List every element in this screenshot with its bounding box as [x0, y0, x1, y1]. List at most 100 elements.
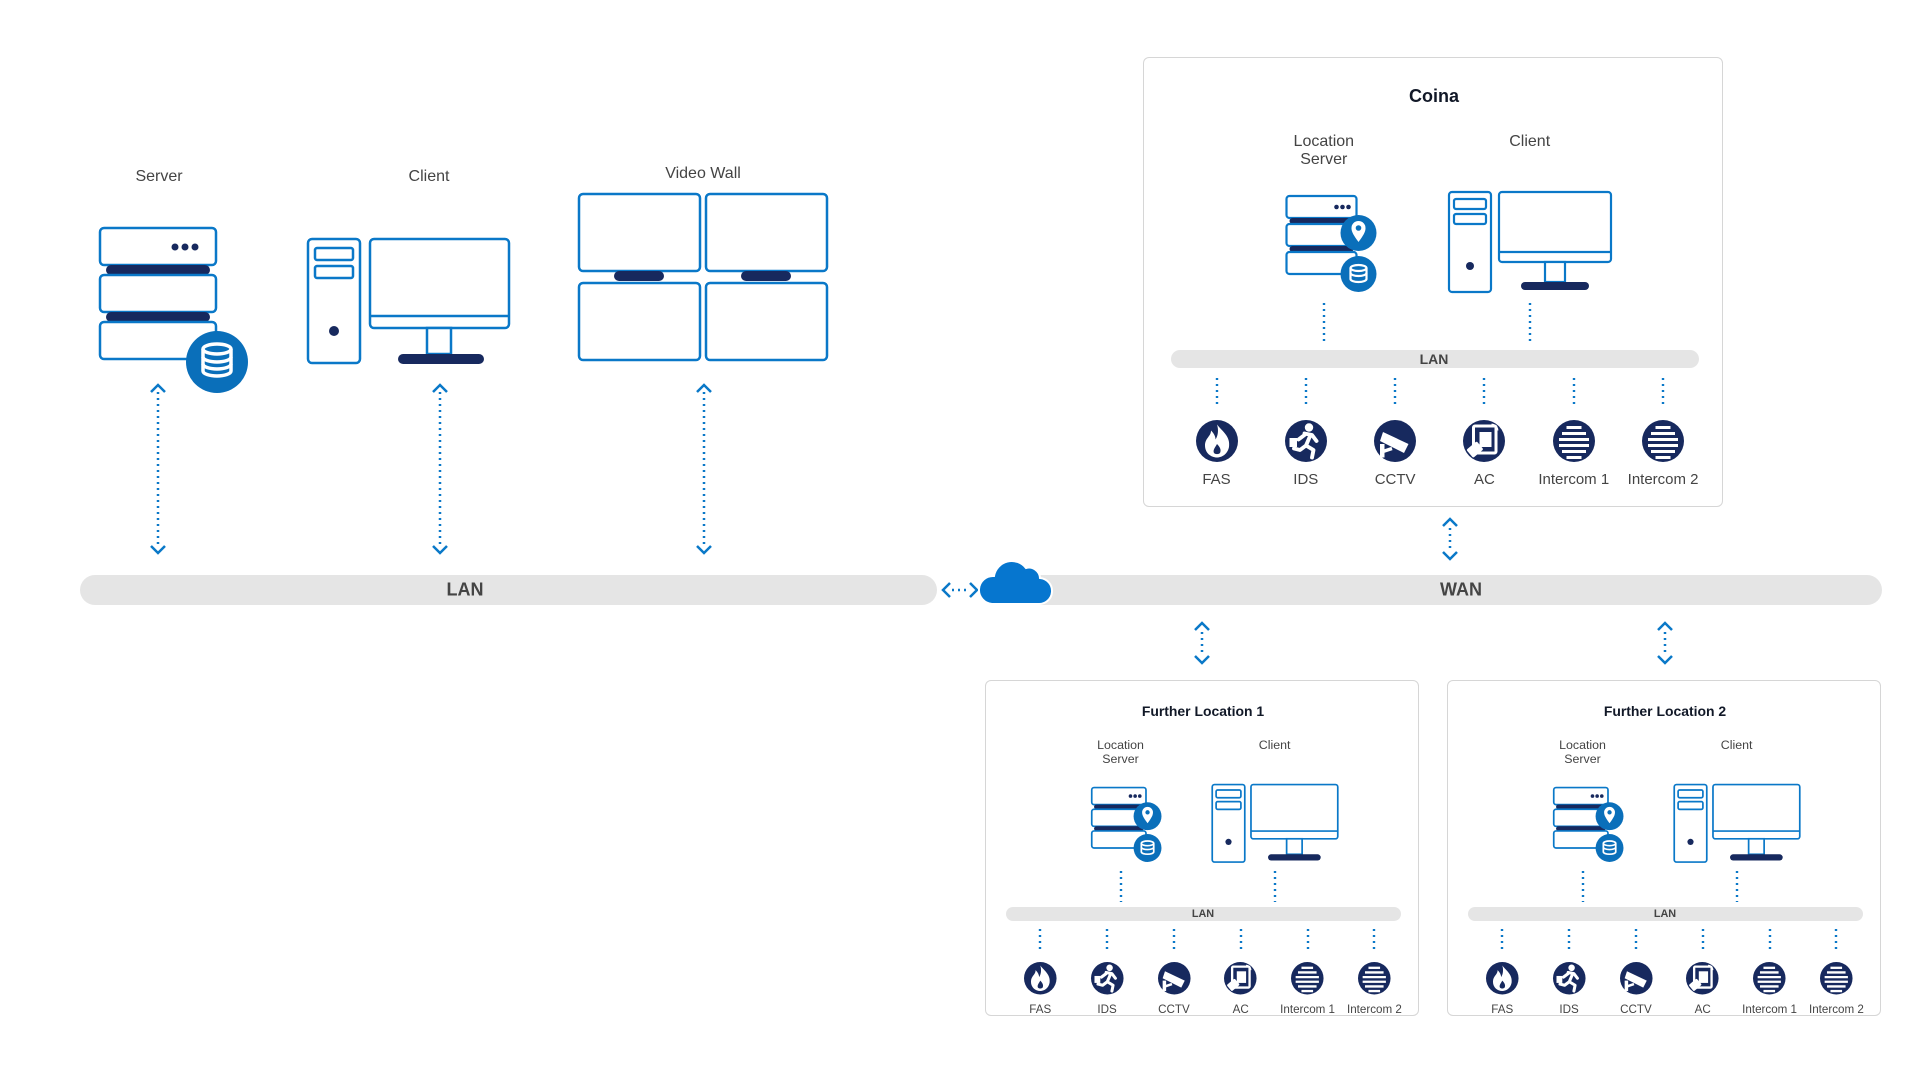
- device-lan-dots: [1172, 929, 1176, 953]
- client-computer-icon: [306, 237, 511, 365]
- device-label: Intercom 2: [1627, 471, 1699, 488]
- client-computer-icon: [1447, 190, 1612, 294]
- access-card-icon: [1686, 961, 1720, 995]
- device-label: IDS: [1097, 1003, 1117, 1017]
- running-person-icon: [1284, 420, 1327, 462]
- location-server: [1552, 786, 1626, 872]
- fire-icon: [1195, 420, 1238, 462]
- device-lan-dots: [1661, 378, 1665, 408]
- device-label: FAS: [1491, 1003, 1514, 1017]
- location-server-icon: [1552, 787, 1624, 863]
- fire-icon: [1023, 961, 1057, 995]
- site-title: Further Location 2: [1603, 702, 1727, 719]
- site-lan-bar: [1006, 907, 1402, 922]
- server-lan-connector: [150, 383, 166, 555]
- site-lan-label: LAN: [1653, 908, 1677, 921]
- wan-label: WAN: [1440, 579, 1482, 600]
- device-label: CCTV: [1158, 1003, 1190, 1017]
- client-computer-icon: [1672, 783, 1801, 864]
- device-label: AC: [1232, 1003, 1249, 1017]
- device-lan-dots: [1039, 929, 1042, 953]
- server-lan-dots: [1119, 870, 1122, 902]
- client: [1672, 783, 1801, 869]
- server-icon: [98, 226, 248, 393]
- coina-wan-connector: [1442, 517, 1458, 561]
- device-label: IDS: [1293, 471, 1319, 488]
- device-lan-dots: [1373, 929, 1376, 953]
- wan-bar: [1010, 575, 1882, 605]
- site-lan-bar: [1171, 350, 1700, 368]
- site-lan-bar: [1468, 907, 1864, 922]
- intercom-icon: [1753, 961, 1786, 995]
- intercom-icon: [1291, 961, 1324, 995]
- site-lan-label: LAN: [1419, 351, 1449, 367]
- location-server-label: Location Server: [1293, 133, 1355, 168]
- device-lan-dots: [1501, 929, 1504, 953]
- client-lan-connector: [432, 383, 448, 555]
- device-label: FAS: [1029, 1003, 1052, 1017]
- site-lan-label: LAN: [1191, 908, 1215, 921]
- lan-cloud-connector: [941, 582, 979, 598]
- device-lan-dots: [1239, 929, 1242, 953]
- device-label: CCTV: [1620, 1003, 1652, 1017]
- cloud-icon: [977, 560, 1053, 606]
- client-label: Client: [1509, 133, 1551, 150]
- device-lan-dots: [1304, 378, 1308, 408]
- running-person-icon: [1552, 961, 1586, 995]
- client-computer-icon: [1210, 783, 1339, 864]
- location-server: [1090, 786, 1164, 872]
- device-lan-dots: [1105, 929, 1109, 953]
- running-person-icon: [1090, 961, 1124, 995]
- server-lan-dots: [1581, 870, 1584, 902]
- site-title: Coina: [1408, 86, 1460, 106]
- client-lan-dots: [1528, 303, 1531, 343]
- client: [1210, 783, 1339, 869]
- device-lan-dots: [1567, 929, 1571, 953]
- hq-lan-label: LAN: [446, 579, 484, 600]
- device-label: FAS: [1202, 471, 1231, 488]
- device-lan-dots: [1572, 378, 1575, 408]
- camera-icon: [1374, 420, 1417, 462]
- device-label: Intercom 2: [1808, 1003, 1864, 1017]
- client-lan-dots: [1273, 870, 1276, 902]
- device-lan-dots: [1215, 378, 1218, 408]
- camera-icon: [1157, 961, 1191, 995]
- client-label: Client: [1258, 738, 1291, 753]
- device-label: Intercom 1: [1742, 1003, 1798, 1017]
- device-label: AC: [1694, 1003, 1711, 1017]
- location-server-label: Location Server: [1097, 738, 1144, 767]
- device-label: CCTV: [1374, 471, 1416, 488]
- intercom-icon: [1820, 961, 1853, 995]
- site-title: Further Location 1: [1141, 702, 1265, 719]
- device-lan-dots: [1483, 378, 1486, 408]
- client-lan-dots: [1735, 870, 1738, 902]
- location-server-icon: [1090, 787, 1162, 863]
- access-card-icon: [1224, 961, 1258, 995]
- device-label: Intercom 2: [1346, 1003, 1402, 1017]
- device-label: IDS: [1559, 1003, 1579, 1017]
- device-label: AC: [1474, 471, 1495, 488]
- client-label: Client: [1720, 738, 1753, 753]
- fl2-wan-connector: [1657, 621, 1673, 665]
- intercom-icon: [1552, 420, 1595, 462]
- device-label: Intercom 1: [1538, 471, 1610, 488]
- device-lan-dots: [1701, 929, 1704, 953]
- fl1-wan-connector: [1194, 621, 1210, 665]
- access-card-icon: [1463, 420, 1506, 462]
- device-lan-dots: [1768, 929, 1771, 953]
- device-lan-dots: [1835, 929, 1838, 953]
- location-server-icon: [1285, 194, 1377, 292]
- location-server: [1284, 194, 1379, 304]
- client-label: Client: [408, 168, 450, 185]
- intercom-icon: [1642, 420, 1685, 462]
- server-label: Server: [135, 168, 183, 185]
- camera-icon: [1619, 961, 1653, 995]
- client: [1447, 190, 1613, 299]
- server-lan-dots: [1322, 303, 1325, 343]
- video-wall-lan-connector: [696, 383, 712, 555]
- intercom-icon: [1358, 961, 1391, 995]
- device-lan-dots: [1634, 929, 1638, 953]
- device-lan-dots: [1306, 929, 1309, 953]
